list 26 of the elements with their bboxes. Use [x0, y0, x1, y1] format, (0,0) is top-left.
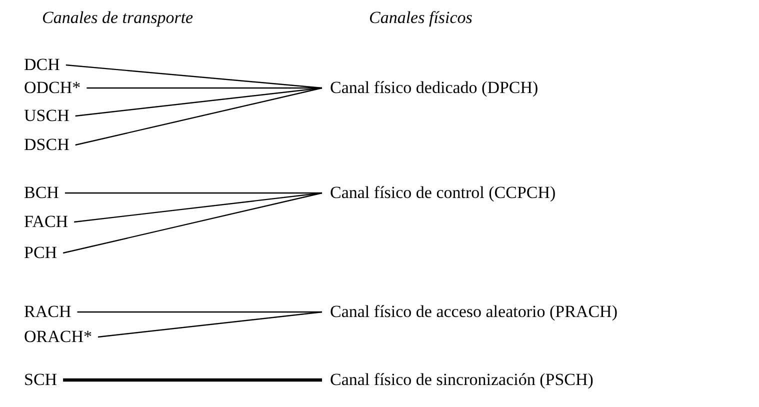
transport-channel-label: DSCH: [24, 135, 110, 155]
transport-channel-label: ODCH*: [24, 78, 110, 98]
physical-channel-label: Canal físico de acceso aleatorio (PRACH): [322, 302, 618, 322]
transport-channel-label: USCH: [24, 106, 110, 126]
connector-line: [77, 311, 322, 313]
connector-line: [62, 192, 322, 254]
physical-channel-label: Canal físico dedicado (DPCH): [322, 78, 538, 98]
column-heading: Canales de transporte: [42, 8, 194, 28]
connector-line: [75, 87, 322, 146]
column-heading: Canales físicos: [369, 8, 472, 28]
connector-line: [75, 87, 322, 117]
transport-channel-label: SCH: [24, 370, 110, 390]
connector-line: [64, 192, 322, 194]
transport-channel-label: RACH: [24, 302, 110, 322]
physical-channel-label: Canal físico de sincronización (PSCH): [322, 370, 594, 390]
connector-line: [86, 87, 322, 89]
transport-channel-label: PCH: [24, 243, 110, 263]
transport-channel-label: DCH: [24, 55, 110, 75]
connector-line: [98, 311, 322, 338]
transport-channel-label: FACH: [24, 212, 110, 232]
connector-line: [63, 378, 322, 382]
physical-channel-label: Canal físico de control (CCPCH): [322, 183, 556, 203]
transport-channel-label: ORACH*: [24, 327, 110, 347]
connector-line: [66, 64, 322, 89]
connector-line: [74, 192, 322, 223]
transport-channel-label: BCH: [24, 183, 110, 203]
